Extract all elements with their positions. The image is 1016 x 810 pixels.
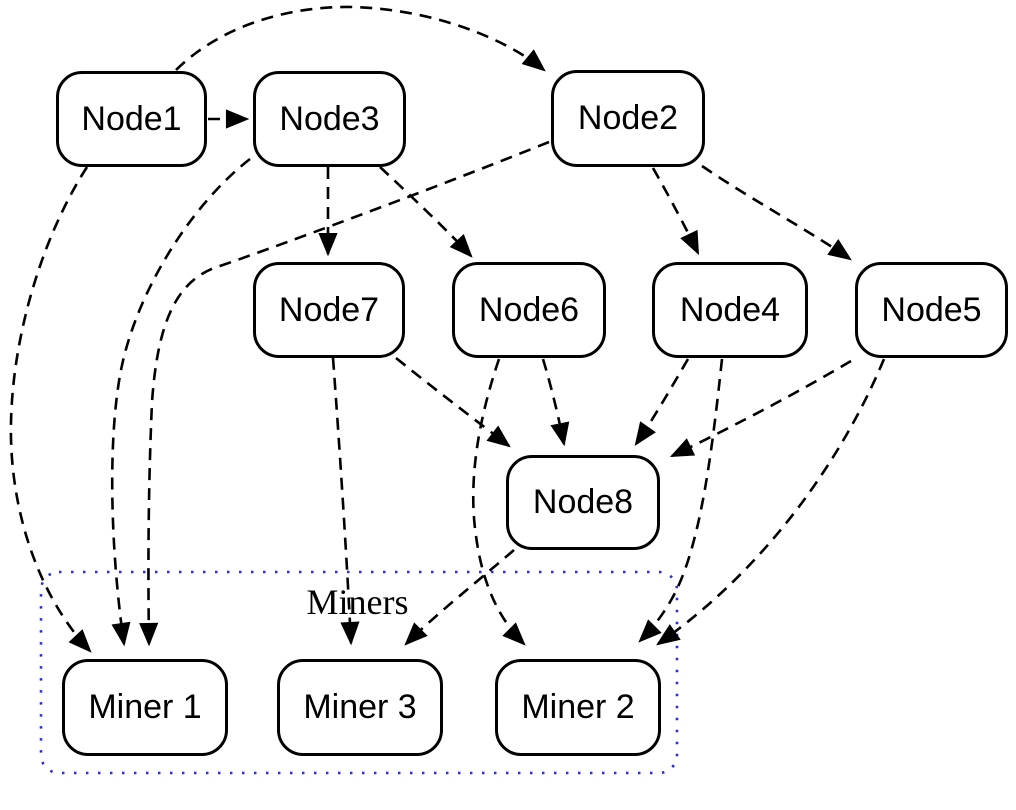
node-node2: Node2	[551, 70, 705, 167]
edge-node8-to-miner-3	[404, 549, 515, 646]
edge-node6-to-node8	[541, 358, 570, 447]
edge-node3-to-miner-1	[110, 157, 251, 647]
node-node6: Node6	[452, 262, 606, 358]
edge-node2-to-node4	[651, 167, 700, 256]
edge-node6-to-miner-2	[471, 358, 526, 646]
node-miner-1: Miner 1	[62, 659, 228, 756]
edge-node3-to-node6	[379, 166, 473, 258]
node-node4: Node4	[652, 262, 808, 358]
edge-node5-to-node8	[669, 359, 852, 458]
node-node5: Node5	[855, 262, 1008, 358]
miners-cluster-border	[39, 570, 679, 775]
node-node7: Node7	[253, 262, 405, 358]
edge-node2-to-miner-1	[139, 140, 550, 647]
edge-node7-to-node8	[395, 356, 511, 448]
node-node1: Node1	[56, 71, 207, 167]
node-miner-3: Miner 3	[277, 659, 443, 756]
node-node3: Node3	[253, 71, 406, 167]
edge-node1-to-miner-1	[9, 166, 92, 653]
edge-node4-to-node8	[634, 358, 690, 446]
edge-node7-to-miner-3	[331, 357, 360, 646]
node-miner-2: Miner 2	[495, 659, 661, 756]
edge-node4-to-miner-2	[638, 358, 724, 643]
edge-node5-to-miner-2	[656, 358, 886, 646]
edge-node1-to-node2	[175, 5, 546, 72]
edge-node2-to-node5	[701, 164, 852, 261]
node-node8: Node8	[506, 455, 660, 550]
miners-cluster-label: Miners	[306, 582, 409, 622]
